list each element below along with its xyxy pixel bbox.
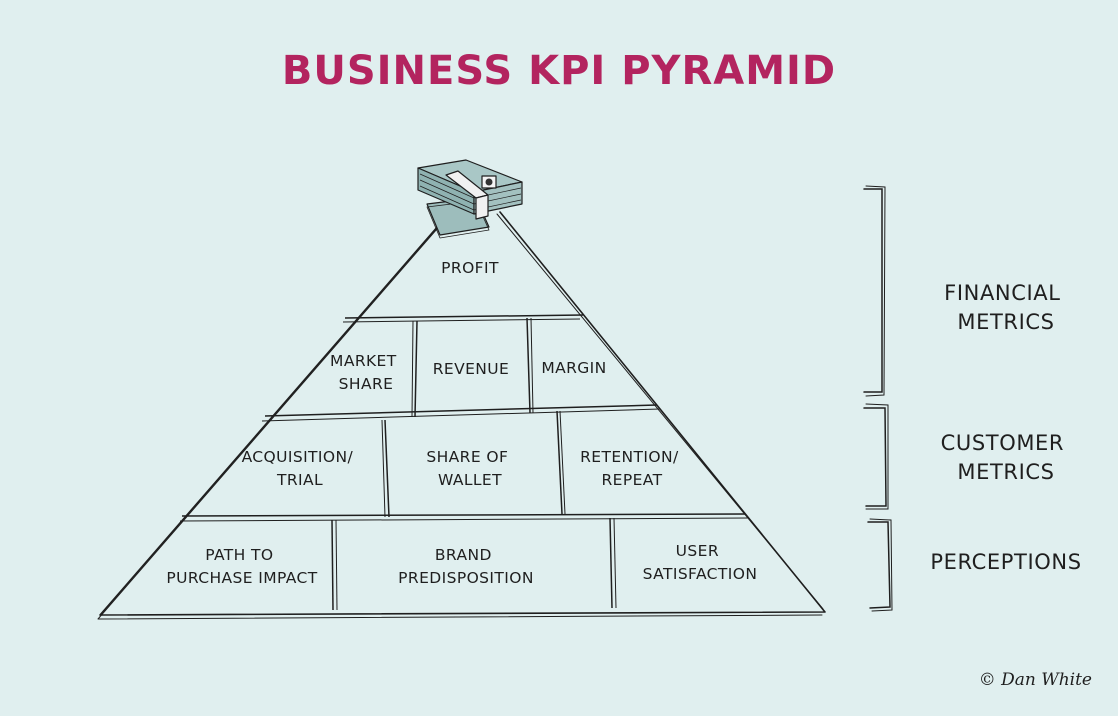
label-financial-metrics: FINANCIAL METRICS: [944, 281, 1068, 334]
tier-3-bricks: [179, 410, 749, 522]
retention-line-1: RETENTION/: [580, 448, 679, 466]
label-margin: MARGIN: [541, 359, 606, 377]
retention-line-2: REPEAT: [602, 471, 663, 489]
label-revenue: REVENUE: [433, 360, 510, 378]
brand-line-1: BRAND: [435, 546, 492, 564]
pyramid-outline: [97, 209, 826, 620]
label-retention: RETENTION/ REPEAT: [580, 448, 684, 489]
path-to-purchase-line-2: PURCHASE IMPACT: [166, 569, 317, 587]
label-perceptions: PERCEPTIONS: [930, 550, 1081, 574]
side-brackets: [863, 185, 893, 612]
label-user-satisfaction: USER SATISFACTION: [643, 542, 758, 583]
label-brand-predisposition: BRAND PREDISPOSITION: [398, 546, 534, 587]
acquisition-line-1: ACQUISITION/: [242, 448, 354, 466]
diagram-title: BUSINESS KPI PYRAMID: [281, 48, 837, 94]
bracket-perceptions: [867, 521, 891, 609]
bracket-customer: [863, 407, 887, 507]
customer-line-2: METRICS: [957, 460, 1054, 484]
label-customer-metrics: CUSTOMER METRICS: [941, 431, 1072, 484]
user-satisfaction-line-2: SATISFACTION: [643, 565, 758, 583]
share-of-wallet-line-1: SHARE OF: [426, 448, 508, 466]
author-credit: © Dan White: [979, 670, 1092, 690]
tier-2-bricks: [261, 314, 661, 422]
tier-4-bricks: [331, 517, 617, 611]
label-market-share: MARKET SHARE: [330, 352, 402, 393]
path-to-purchase-line-1: PATH TO: [205, 546, 273, 564]
market-share-line-1: MARKET: [330, 352, 397, 370]
label-path-to-purchase: PATH TO PURCHASE IMPACT: [166, 546, 317, 587]
share-of-wallet-line-2: WALLET: [438, 471, 502, 489]
money-stack-icon: [417, 159, 523, 239]
financial-line-2: METRICS: [957, 310, 1054, 334]
market-share-line-2: SHARE: [339, 375, 394, 393]
financial-line-1: FINANCIAL: [944, 281, 1060, 305]
acquisition-line-2: TRIAL: [276, 471, 323, 489]
label-acquisition: ACQUISITION/ TRIAL: [242, 448, 359, 489]
pyramid-labels: PROFIT MARKET SHARE REVENUE MARGIN ACQUI…: [166, 259, 757, 587]
bracket-financial: [863, 188, 883, 393]
brand-line-2: PREDISPOSITION: [398, 569, 534, 587]
customer-line-1: CUSTOMER: [941, 431, 1065, 455]
user-satisfaction-line-1: USER: [676, 542, 719, 560]
label-profit: PROFIT: [441, 259, 499, 277]
label-share-of-wallet: SHARE OF WALLET: [426, 448, 513, 489]
group-labels: FINANCIAL METRICS CUSTOMER METRICS PERCE…: [930, 281, 1081, 574]
